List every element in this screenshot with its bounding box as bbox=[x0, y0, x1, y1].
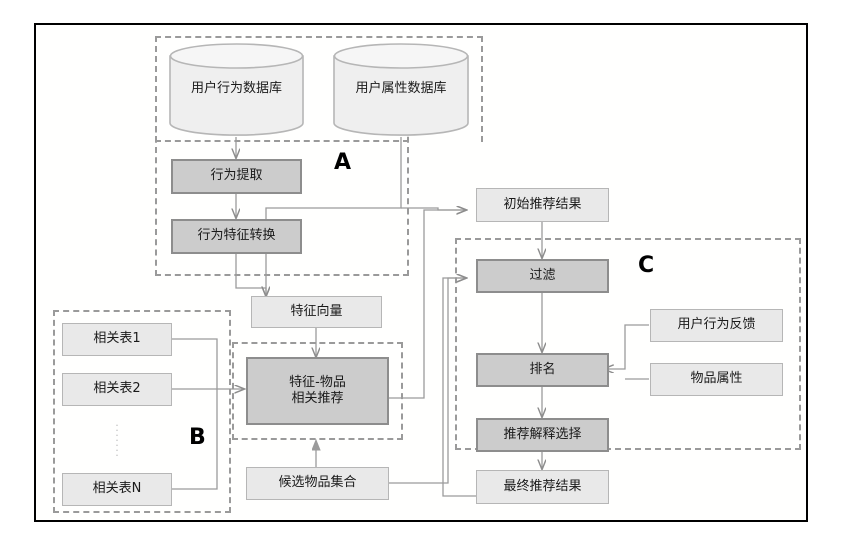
node-label: 用户行为数据库 bbox=[190, 81, 282, 97]
ellipsis-indicator: ....... bbox=[115, 416, 119, 459]
node-feature-item-recommend[interactable]: 特征-物品 相关推荐 bbox=[246, 357, 389, 425]
node-item-attribute[interactable]: 物品属性 bbox=[650, 363, 783, 396]
node-related-table-1[interactable]: 相关表1 bbox=[62, 323, 172, 356]
group-b-boundary bbox=[53, 310, 231, 513]
node-feature-vector[interactable]: 特征向量 bbox=[251, 296, 382, 328]
node-final-recommend-result[interactable]: 最终推荐结果 bbox=[476, 470, 609, 504]
group-a-label: A bbox=[334, 150, 352, 175]
group-b-label: B bbox=[189, 425, 206, 450]
database-cylinder-icon bbox=[333, 43, 469, 136]
node-label-line1: 特征-物品 bbox=[289, 374, 346, 390]
node-user-behavior-db[interactable]: 用户行为数据库 bbox=[169, 43, 304, 136]
database-cylinder-icon bbox=[169, 43, 304, 136]
node-behavior-extraction[interactable]: 行为提取 bbox=[171, 159, 302, 194]
node-user-attribute-db[interactable]: 用户属性数据库 bbox=[333, 43, 469, 136]
node-candidate-item-set[interactable]: 候选物品集合 bbox=[246, 467, 389, 500]
node-related-table-n[interactable]: 相关表N bbox=[62, 473, 172, 506]
node-user-behavior-feedback[interactable]: 用户行为反馈 bbox=[650, 309, 783, 342]
node-related-table-2[interactable]: 相关表2 bbox=[62, 373, 172, 406]
node-filter[interactable]: 过滤 bbox=[476, 259, 609, 293]
node-behavior-feature-transform[interactable]: 行为特征转换 bbox=[171, 219, 302, 254]
node-label: 用户属性数据库 bbox=[355, 81, 447, 97]
node-ranking[interactable]: 排名 bbox=[476, 353, 609, 387]
group-c-label: C bbox=[638, 253, 655, 278]
node-initial-recommend-result[interactable]: 初始推荐结果 bbox=[476, 188, 609, 222]
node-recommend-explanation-select[interactable]: 推荐解释选择 bbox=[476, 418, 609, 452]
group-a-boundary bbox=[155, 36, 483, 142]
node-label-line2: 相关推荐 bbox=[291, 391, 344, 406]
